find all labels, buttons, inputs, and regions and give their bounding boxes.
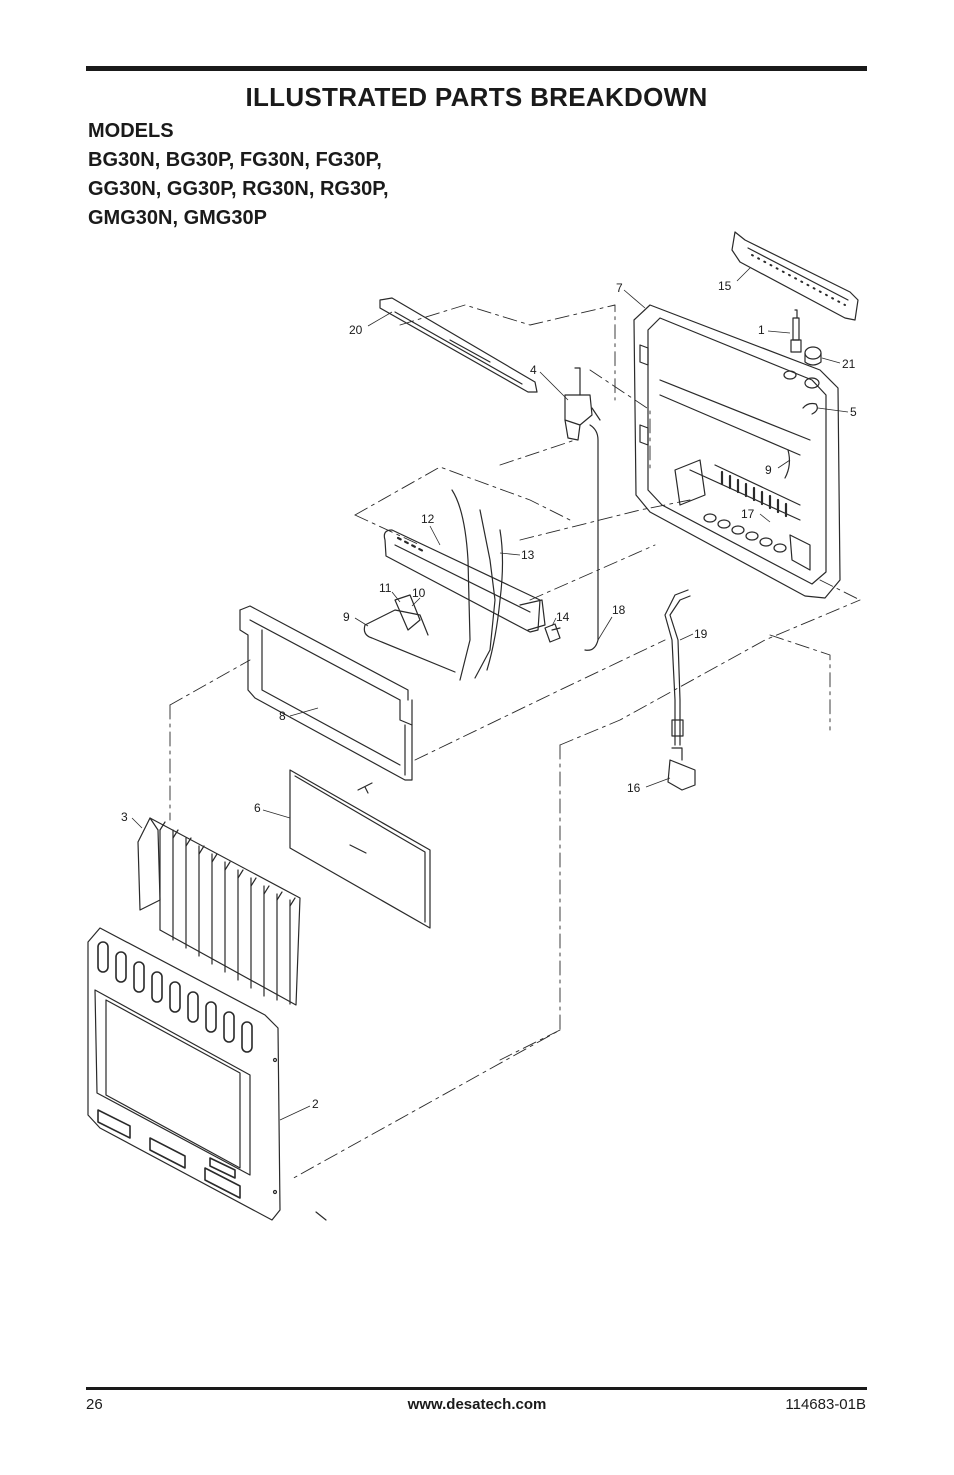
gas-tube — [584, 424, 599, 651]
models-line: BG30N, BG30P, FG30N, FG30P, — [88, 149, 382, 171]
callout-5: 5 — [850, 405, 857, 419]
callout-2: 2 — [312, 1097, 319, 1111]
callout-21: 21 — [842, 357, 856, 371]
top-rule — [86, 66, 867, 71]
callout-7: 7 — [616, 281, 623, 295]
document-number: 114683-01B — [785, 1396, 866, 1413]
callout-19: 19 — [694, 627, 708, 641]
pilot-tubing — [451, 489, 471, 681]
callout-13: 13 — [521, 548, 535, 562]
gas-line-inner — [669, 595, 691, 746]
callout-9-pilot: 9 — [343, 610, 350, 624]
models-label: MODELS — [88, 120, 174, 142]
leader-lines — [131, 267, 849, 1121]
mounting-bracket — [731, 231, 859, 321]
callout-1: 1 — [758, 323, 765, 337]
callout-labels: 15 7 1 21 20 4 5 9 17 12 13 11 10 9 14 1… — [121, 279, 857, 1111]
gas-line-fitting — [671, 719, 684, 737]
heater-cabinet — [633, 304, 841, 599]
callout-18: 18 — [612, 603, 626, 617]
igniter-button — [804, 346, 822, 366]
models-line: GMG30N, GMG30P — [88, 207, 267, 229]
callout-16: 16 — [627, 781, 641, 795]
callout-6: 6 — [254, 801, 261, 815]
thermocouple-lead — [474, 509, 496, 679]
callout-15: 15 — [718, 279, 732, 293]
models-block: MODELS BG30N, BG30P, FG30N, FG30P, GG30N… — [88, 117, 389, 233]
piezo-igniter — [790, 309, 802, 353]
burner — [383, 529, 546, 633]
bottom-rule — [86, 1387, 867, 1390]
assembly-guide-lines — [169, 304, 861, 1181]
callout-17: 17 — [741, 507, 755, 521]
electrode-wire — [486, 529, 504, 671]
glass-panel — [289, 769, 431, 929]
callout-14: 14 — [556, 610, 570, 624]
front-panel — [87, 927, 281, 1221]
callout-10: 10 — [412, 586, 426, 600]
callout-12: 12 — [421, 512, 435, 526]
regulator — [667, 747, 696, 791]
callout-4: 4 — [530, 363, 537, 377]
heat-shield — [239, 605, 413, 781]
screw — [357, 782, 373, 794]
page-number: 26 — [86, 1396, 103, 1413]
front-panel-screw — [315, 1211, 327, 1221]
callout-3: 3 — [121, 810, 128, 824]
gas-line — [664, 589, 689, 746]
louvers — [137, 817, 301, 1006]
clip — [802, 402, 818, 415]
callout-9: 9 — [765, 463, 772, 477]
callout-8: 8 — [279, 709, 286, 723]
top-shield — [379, 297, 538, 393]
callout-11: 11 — [379, 581, 392, 595]
pilot-assembly — [363, 594, 456, 673]
callout-20: 20 — [349, 323, 363, 337]
models-line: GG30N, GG30P, RG30N, RG30P, — [88, 178, 389, 200]
fitting — [544, 623, 561, 643]
website-link[interactable]: www.desatech.com — [407, 1396, 547, 1413]
page-title: ILLUSTRATED PARTS BREAKDOWN — [245, 82, 708, 112]
gas-control-valve — [564, 367, 601, 441]
